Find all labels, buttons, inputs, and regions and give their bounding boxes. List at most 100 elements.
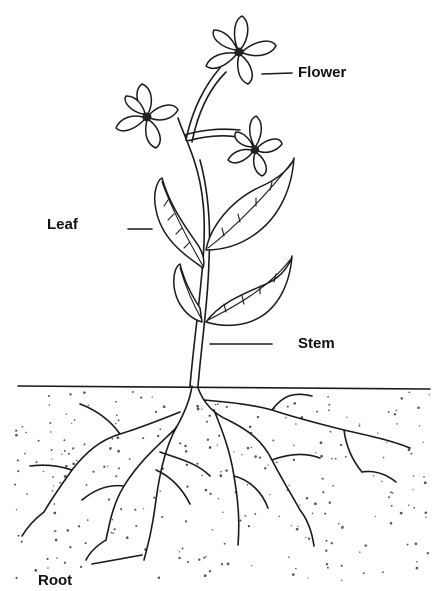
soil-speck xyxy=(135,525,137,527)
soil-speck xyxy=(424,481,427,484)
soil-speck xyxy=(88,405,89,406)
soil-speck xyxy=(293,445,294,446)
soil-speck xyxy=(220,475,222,477)
soil-speck xyxy=(196,405,199,408)
soil-speck xyxy=(359,551,360,552)
roots xyxy=(22,386,410,560)
soil-speck xyxy=(247,447,250,450)
soil-speck xyxy=(16,509,17,510)
soil-speck xyxy=(375,516,376,517)
soil-speck xyxy=(117,436,120,439)
soil-speck xyxy=(115,401,117,403)
soil-speck xyxy=(338,523,340,525)
soil-speck xyxy=(217,444,218,445)
soil-speck xyxy=(108,498,110,500)
soil-speck xyxy=(64,562,66,564)
soil-speck xyxy=(330,431,332,433)
soil-speck xyxy=(78,525,80,527)
soil-speck xyxy=(419,425,420,426)
soil-speck xyxy=(83,391,86,394)
soil-speck xyxy=(155,411,157,413)
soil-speck xyxy=(142,437,144,439)
soil-speck xyxy=(264,467,266,469)
soil-speck xyxy=(293,402,296,405)
soil-speck xyxy=(80,566,82,568)
soil-speck xyxy=(322,478,324,480)
soil-speck xyxy=(117,450,120,453)
soil-speck xyxy=(328,409,330,411)
soil-speck xyxy=(15,430,17,432)
soil-speck xyxy=(320,441,323,444)
soil-speck xyxy=(331,542,333,544)
soil-speck xyxy=(226,406,228,408)
soil-speck xyxy=(112,532,113,533)
flower-left xyxy=(116,84,178,148)
soil-speck xyxy=(52,490,54,492)
soil-speck xyxy=(269,494,270,495)
soil-speck xyxy=(359,423,360,424)
soil-speck xyxy=(47,558,49,560)
soil-speck xyxy=(209,570,211,572)
soil-speck xyxy=(116,414,118,416)
soil-speck xyxy=(272,439,274,441)
soil-speck xyxy=(48,395,50,397)
soil-speck xyxy=(314,502,317,505)
soil-speck xyxy=(359,425,361,427)
soil-speck xyxy=(320,455,323,458)
soil-speck xyxy=(186,464,188,466)
soil-speck xyxy=(382,571,384,573)
soil-speck xyxy=(220,471,222,473)
soil-speck xyxy=(254,513,256,515)
soil-speck xyxy=(132,391,134,393)
soil-speck xyxy=(201,475,203,477)
soil-speck xyxy=(201,408,202,409)
soil-speck xyxy=(152,397,153,398)
flower-right xyxy=(228,116,282,176)
soil-speck xyxy=(346,417,347,418)
soil-speck xyxy=(427,552,429,554)
soil-speck xyxy=(153,497,155,499)
soil-speck xyxy=(218,435,220,437)
soil-speck xyxy=(26,493,28,495)
soil-speck xyxy=(241,454,242,455)
soil-speck xyxy=(331,458,333,460)
soil-speck xyxy=(182,548,184,550)
soil-speck xyxy=(225,469,227,471)
soil-speck xyxy=(386,442,387,443)
soil-speck xyxy=(408,391,410,393)
soil-speck xyxy=(68,453,70,455)
soil-speck xyxy=(227,563,230,566)
soil-speck xyxy=(55,539,58,542)
soil-speck xyxy=(396,410,398,412)
soil-speck xyxy=(247,484,248,485)
soil-speck xyxy=(390,522,393,525)
soil-speck xyxy=(410,453,412,455)
soil-speck xyxy=(259,457,261,459)
leader-root xyxy=(92,555,142,564)
label-root: Root xyxy=(38,572,72,589)
soil-speck xyxy=(87,519,89,521)
soil-speck xyxy=(233,451,234,452)
soil-speck xyxy=(56,557,58,559)
soil-speck xyxy=(377,432,378,433)
soil-speck xyxy=(112,519,113,520)
soil-speck xyxy=(186,485,188,487)
soil-speck xyxy=(25,432,27,434)
soil-speck xyxy=(84,443,86,445)
soil-speck xyxy=(59,482,61,484)
soil-speck xyxy=(249,426,252,429)
soil-speck xyxy=(71,423,72,424)
soil-speck xyxy=(292,573,295,576)
soil-speck xyxy=(268,464,269,465)
soil-speck xyxy=(305,537,306,538)
soil-speck xyxy=(390,491,392,493)
soil-speck xyxy=(17,459,19,461)
soil-speck xyxy=(329,501,331,503)
soil-speck xyxy=(66,414,67,415)
soil-speck xyxy=(316,411,318,413)
soil-speck xyxy=(251,565,252,566)
soil-speck xyxy=(140,397,142,399)
soil-speck xyxy=(118,419,120,421)
